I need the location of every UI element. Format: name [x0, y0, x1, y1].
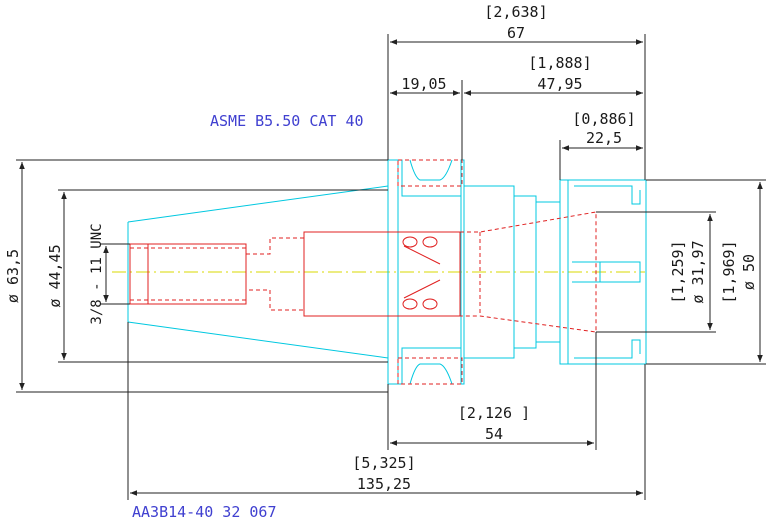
dim-thread: 3/8 - 11 UNC	[89, 223, 105, 324]
dim-flange: 19,05	[401, 75, 446, 93]
dim-diam-taper: ø 44,45	[46, 244, 64, 307]
title-label: ASME B5.50 CAT 40	[210, 112, 364, 130]
dim-diam-flange: ø 63,5	[4, 249, 22, 303]
dim-body-mm: 47,95	[537, 75, 582, 93]
dim-body-inch: [1,888]	[528, 54, 591, 72]
dim-nut-inch: [0,886]	[572, 110, 635, 128]
dim-diam-bore-mm: ø 31,97	[689, 240, 707, 303]
dimension-lines	[16, 34, 766, 500]
tool-holder-outline	[127, 159, 647, 385]
dim-diam-bore-inch: [1,259]	[669, 240, 687, 303]
hidden-internal-geometry	[129, 159, 597, 385]
dim-projection-mm: 54	[485, 425, 503, 443]
dim-projection-inch: [2,126 ]	[458, 404, 530, 422]
dim-total-inch: [5,325]	[352, 454, 415, 472]
part-number-label: AA3B14-40 32 067	[132, 503, 277, 521]
dim-overall-gauge-inch: [2,638]	[484, 3, 547, 21]
dim-nut-mm: 22,5	[586, 129, 622, 147]
dim-total-mm: 135,25	[357, 475, 411, 493]
dim-overall-gauge-mm: 67	[507, 24, 525, 42]
dim-diam-nut-mm: ø 50	[740, 254, 758, 290]
dim-diam-nut-inch: [1,969]	[720, 240, 738, 303]
